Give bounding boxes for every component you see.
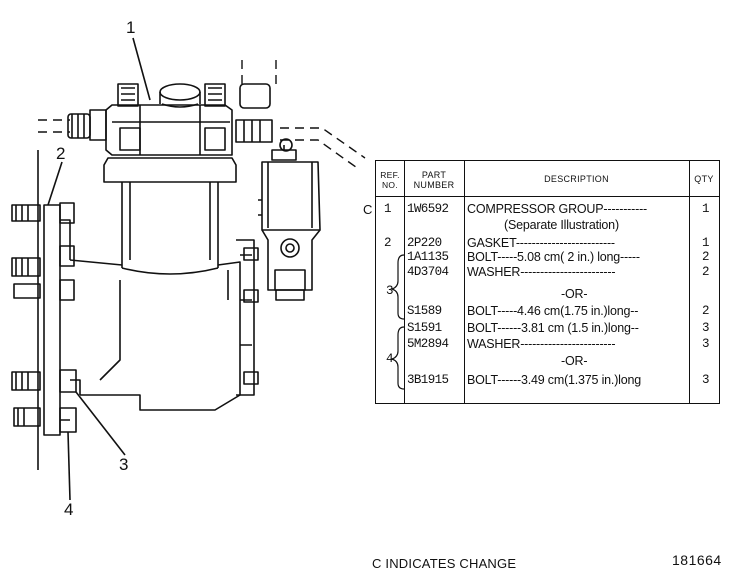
- row-ref: 1: [384, 202, 391, 216]
- row-desc: BOLT------3.81 cm (1.5 in.)long--: [467, 321, 639, 335]
- row-qty: 2: [702, 304, 709, 318]
- row-qty: 3: [702, 373, 709, 387]
- change-marker: C: [363, 202, 373, 217]
- header-ref-line1: REF.: [380, 170, 400, 180]
- row-qty: 1: [702, 202, 709, 216]
- header-ref-line2: NO.: [381, 180, 398, 190]
- column-divider: [404, 161, 405, 403]
- row-desc: GASKET-------------------------: [467, 236, 615, 250]
- row-desc: WASHER------------------------: [467, 337, 616, 351]
- header-ref: REF. NO.: [376, 170, 404, 190]
- row-desc: WASHER------------------------: [467, 265, 616, 279]
- callout-3: 3: [119, 455, 129, 474]
- row-desc: BOLT------3.49 cm(1.375 in.)long: [467, 373, 641, 387]
- header-qty: QTY: [694, 174, 714, 184]
- row-desc: BOLT-----4.46 cm(1.75 in.)long--: [467, 304, 639, 318]
- callout-1: 1: [126, 18, 136, 37]
- header-part-number: PART NUMBER: [404, 170, 464, 190]
- column-divider: [464, 161, 465, 403]
- row-part: 3B1915: [407, 373, 449, 387]
- row-part: 2P220: [407, 236, 442, 250]
- header-part-line2: NUMBER: [413, 180, 455, 190]
- change-note: C INDICATES CHANGE: [372, 556, 517, 571]
- row-part: S1589: [407, 304, 442, 318]
- row-desc: BOLT-----5.08 cm( 2 in.) long-----: [467, 250, 640, 264]
- callout-2: 2: [56, 144, 66, 163]
- row-qty: 1: [702, 236, 709, 250]
- header-divider: [376, 196, 719, 197]
- group-braces: [390, 254, 405, 390]
- row-part: 1A1135: [407, 250, 449, 264]
- row-qty: 2: [702, 265, 709, 279]
- group-ref-4: 4: [386, 352, 393, 366]
- header-part-line1: PART: [421, 170, 447, 180]
- row-or: -OR-: [561, 354, 588, 368]
- parts-table: REF. NO. PART NUMBER DESCRIPTION QTY 1 1…: [375, 160, 720, 404]
- group-ref-3: 3: [386, 284, 393, 298]
- callout-4: 4: [64, 500, 74, 519]
- row-part: 5M2894: [407, 337, 449, 351]
- row-qty: 3: [702, 321, 709, 335]
- row-desc: (Separate Illustration): [504, 218, 619, 232]
- row-ref: 2: [384, 236, 391, 250]
- row-qty: 2: [702, 250, 709, 264]
- row-or: -OR-: [561, 287, 588, 301]
- row-part: 4D3704: [407, 265, 449, 279]
- row-part: 1W6592: [407, 202, 449, 216]
- illustration-number: 181664: [672, 552, 722, 568]
- row-qty: 3: [702, 337, 709, 351]
- row-desc: COMPRESSOR GROUP-----------: [467, 202, 647, 216]
- row-part: S1591: [407, 321, 442, 335]
- header-description: DESCRIPTION: [544, 174, 609, 184]
- column-divider: [689, 161, 690, 403]
